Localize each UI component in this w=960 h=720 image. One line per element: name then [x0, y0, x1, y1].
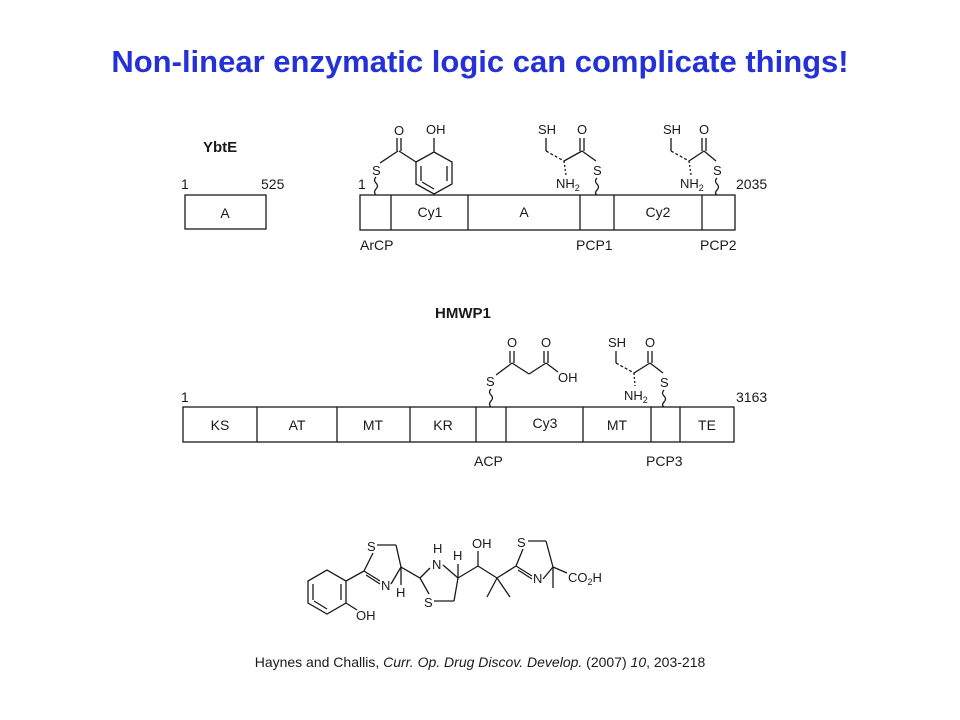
svg-text:S: S: [713, 163, 722, 178]
hmwp2-module: 1 2035 Cy1 A Cy2 ArCP PCP1 PCP2 S O OH: [358, 122, 767, 253]
svg-text:NH2: NH2: [624, 388, 648, 405]
hmwp1-domain-kr: KR: [433, 417, 452, 433]
svg-text:N: N: [533, 571, 542, 586]
citation-authors: Haynes and Challis,: [254, 654, 384, 670]
ybte-start: 1: [181, 176, 189, 192]
hmwp2-domain-a: A: [519, 204, 529, 220]
hmwp1-end: 3163: [736, 389, 767, 405]
hmwp2-domain-cy2: Cy2: [646, 204, 671, 220]
svg-text:S: S: [517, 535, 526, 550]
hmwp2-domain-cy1: Cy1: [418, 204, 443, 220]
svg-text:NH2: NH2: [556, 176, 580, 193]
hmwp2-bar: [359, 194, 736, 231]
hmwp1-domain-mt2: MT: [607, 417, 628, 433]
hmwp1-domain-at: AT: [289, 417, 306, 433]
svg-text:O: O: [699, 122, 709, 137]
svg-text:S: S: [660, 375, 669, 390]
svg-text:O: O: [645, 335, 655, 350]
svg-text:S: S: [593, 163, 602, 178]
svg-text:S: S: [367, 539, 376, 554]
ybte-module: YbtE 1 525 A: [181, 139, 285, 230]
citation-year: (2007): [582, 654, 631, 670]
svg-text:SH: SH: [608, 335, 626, 350]
hmwp1-domain-te: TE: [698, 417, 716, 433]
hmwp2-carrier-arcp: ArCP: [360, 237, 393, 253]
citation: Haynes and Challis, Curr. Op. Drug Disco…: [0, 654, 960, 670]
svg-text:NH2: NH2: [680, 176, 704, 193]
svg-text:H: H: [396, 585, 405, 600]
svg-text:OH: OH: [558, 370, 578, 385]
svg-text:O: O: [577, 122, 587, 137]
yersiniabactin-structure: OH S N H S N H H OH S: [307, 535, 602, 623]
citation-journal: Curr. Op. Drug Discov. Develop.: [383, 654, 583, 670]
svg-text:N: N: [432, 557, 441, 572]
hmwp1-domain-mt: MT: [363, 417, 384, 433]
salicyl-thioester-structure: S O OH: [372, 122, 453, 196]
cysteinyl-thioester-pcp3: SH O S NH2: [608, 335, 669, 408]
slide-title: Non-linear enzymatic logic can complicat…: [111, 44, 849, 79]
ybte-end: 525: [261, 176, 285, 192]
cysteinyl-thioester-pcp1: SH O S NH2: [538, 122, 602, 196]
malonyl-thioester-structure: S O O OH: [486, 335, 578, 408]
svg-text:S: S: [486, 374, 495, 389]
svg-text:OH: OH: [356, 608, 376, 623]
svg-text:SH: SH: [538, 122, 556, 137]
svg-text:N: N: [381, 578, 390, 593]
svg-text:SH: SH: [663, 122, 681, 137]
hmwp1-name: HMWP1: [435, 305, 491, 322]
hmwp1-domain-cy3: Cy3: [533, 415, 558, 431]
ybte-domain-label: A: [220, 205, 230, 221]
hmwp1-start: 1: [181, 389, 189, 405]
hmwp2-end: 2035: [736, 176, 767, 192]
hmwp1-carrier-acp: ACP: [474, 453, 503, 469]
citation-volume: 10: [630, 654, 647, 670]
svg-text:S: S: [424, 595, 433, 610]
svg-text:O: O: [541, 335, 551, 350]
svg-text:S: S: [372, 163, 381, 178]
svg-text:H: H: [453, 548, 462, 563]
hmwp2-carrier-pcp2: PCP2: [700, 237, 737, 253]
hmwp2-carrier-pcp1: PCP1: [576, 237, 613, 253]
cysteinyl-thioester-pcp2: SH O S NH2: [663, 122, 722, 196]
svg-text:O: O: [394, 123, 404, 138]
ybte-name: YbtE: [203, 139, 237, 156]
hmwp1-carrier-pcp3: PCP3: [646, 453, 683, 469]
ybte-domain-box: [184, 194, 267, 230]
hmwp2-start: 1: [358, 176, 366, 192]
hmwp1-bar: [182, 406, 735, 443]
citation-pages: , 203-218: [646, 654, 706, 670]
svg-text:O: O: [507, 335, 517, 350]
svg-text:H: H: [433, 541, 442, 556]
svg-text:CO2H: CO2H: [568, 570, 602, 587]
svg-text:OH: OH: [472, 536, 492, 551]
hmwp1-module: HMWP1 1 3163 KS AT MT KR Cy3 MT TE ACP P…: [181, 305, 767, 469]
hmwp1-domain-ks: KS: [211, 417, 230, 433]
svg-text:OH: OH: [426, 122, 446, 137]
